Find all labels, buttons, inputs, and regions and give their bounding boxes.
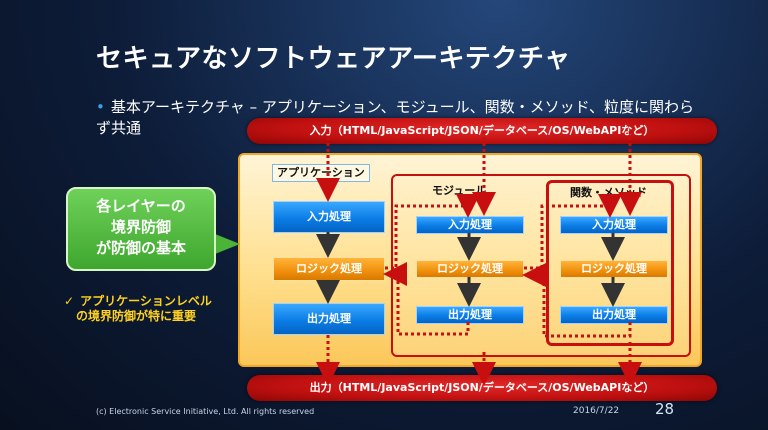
page-number: 28 [655,400,675,418]
callout-line-1: 各レイヤーの [96,197,186,215]
module-input-process: 入力処理 [416,216,524,234]
slide-date: 2016/7/22 [573,406,620,416]
module-output-process: 出力処理 [416,306,524,324]
check-line-1: アプリケーションレベル [80,294,212,308]
module-logic-process: ロジック処理 [416,260,524,278]
slide-title: セキュアなソフトウェアアーキテクチャ [96,44,571,74]
function-logic-process: ロジック処理 [560,260,668,278]
copyright-text: (c) Electronic Service Initiative, Ltd. … [96,407,315,416]
bullet-content: 基本アーキテクチャ – アプリケーション、モジュール、関数・メソッド、粒度に関わ… [96,98,694,137]
module-label: モジュール [432,184,487,197]
application-label: アプリケーション [272,164,370,182]
app-input-process: 入力処理 [273,201,385,233]
function-input-process: 入力処理 [560,216,668,234]
bullet-dot-icon: • [96,98,105,116]
function-label: 関数・メソッド [570,186,647,199]
output-band: 出力（HTML/JavaScript/JSON/データベース/OS/WebAPI… [247,375,717,401]
callout-line-2: 境界防御 [110,218,171,236]
input-band: 入力（HTML/JavaScript/JSON/データベース/OS/WebAPI… [247,118,717,144]
bullet-text: •基本アーキテクチャ – アプリケーション、モジュール、関数・メソッド、粒度に関… [96,97,696,139]
callout-line-3: が防御の基本 [95,239,186,257]
check-line-2: の境界防御が特に重要 [76,309,197,323]
callout-box: 各レイヤーの 境界防御 が防御の基本 [66,187,216,271]
app-output-process: 出力処理 [273,303,385,335]
checklist-note: ✓ アプリケーションレベル の境界防御が特に重要 [64,294,212,324]
function-output-process: 出力処理 [560,306,668,324]
app-logic-process: ロジック処理 [273,257,385,281]
checkmark-icon: ✓ [64,294,75,308]
